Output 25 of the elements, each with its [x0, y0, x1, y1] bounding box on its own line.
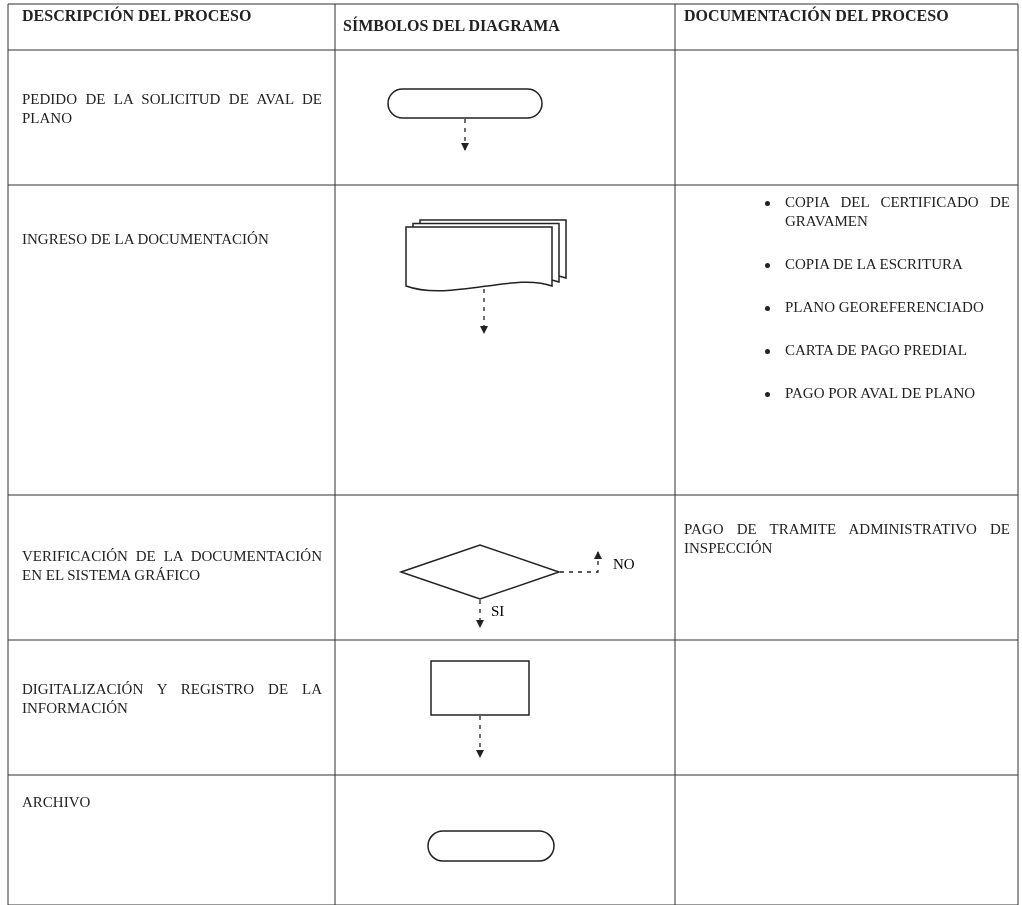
edge-label: NO — [612, 556, 636, 572]
process-description: ARCHIVO — [22, 793, 92, 812]
terminal-symbol — [427, 830, 555, 862]
bullet-item: CARTA DE PAGO PREDIAL — [785, 341, 968, 360]
column-header: DESCRIPCIÓN DEL PROCESO — [22, 6, 253, 25]
process-description: DIGITALIZACIÓN Y REGISTRO DE LA INFORMACIÓN — [22, 680, 322, 718]
bullet-item: COPIA DE LA ESCRITURA — [785, 255, 964, 274]
arrow — [480, 288, 488, 334]
arrow — [559, 551, 602, 573]
edge-label: SI — [490, 603, 506, 619]
terminal-symbol — [387, 88, 543, 119]
bullet-item: COPIA DEL CERTIFICADO DE GRAVAMEN — [785, 193, 1010, 231]
process-description: VERIFICACIÓN DE LA DOCUMENTACIÓN EN EL SISTEMA GRÁFICO — [22, 547, 322, 585]
column-header: SÍMBOLOS DEL DIAGRAMA — [343, 16, 561, 35]
arrow — [461, 118, 469, 151]
bullet-item: PLANO GEOREFERENCIADO — [785, 298, 985, 317]
arrow — [476, 715, 484, 758]
process-description: PEDIDO DE LA SOLICITUD DE AVAL DE PLANO — [22, 90, 322, 128]
process-description: INGRESO DE LA DOCUMENTACIÓN — [22, 230, 270, 249]
column-header: DOCUMENTACIÓN DEL PROCESO — [684, 6, 950, 25]
note-text: PAGO DE TRAMITE ADMINISTRATIVO DE INSPECCIÓN — [684, 520, 1010, 558]
arrow — [476, 599, 484, 628]
decision-diamond — [400, 544, 560, 600]
process-rectangle — [430, 660, 530, 716]
bullet-item: PAGO POR AVAL DE PLANO — [785, 384, 977, 403]
